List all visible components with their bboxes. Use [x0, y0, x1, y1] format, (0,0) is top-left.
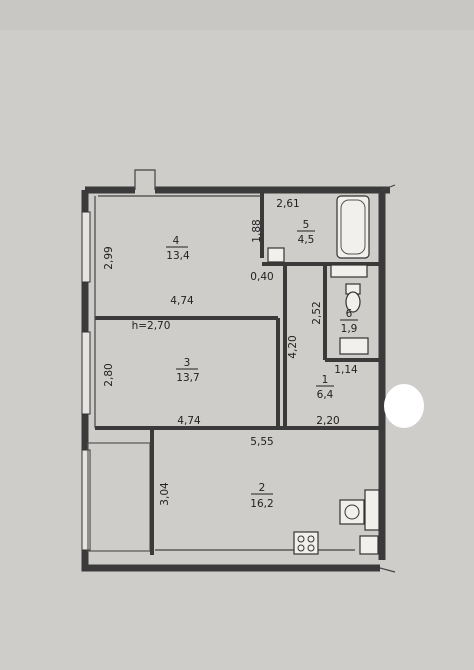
dim-1-14: 1,14 [334, 364, 358, 376]
room-2-number: 2 [259, 482, 266, 494]
dim-2-99: 2,99 [103, 246, 115, 269]
dim-5-55: 5,55 [250, 436, 273, 448]
dim-0-40: 0,40 [250, 271, 273, 283]
room-5-area: 4,5 [298, 234, 315, 246]
bath-sink [267, 247, 285, 263]
dim-4-74-top: 4,74 [170, 295, 194, 307]
dim-2-80: 2,80 [103, 363, 115, 386]
redaction-mark [384, 384, 424, 428]
bathtub [336, 195, 370, 259]
kitchen-appliances [293, 489, 380, 555]
dim-1-88: 1,88 [251, 219, 263, 242]
toilet [330, 264, 369, 355]
room-1-number: 1 [322, 374, 329, 386]
dim-4-74-bottom: 4,74 [177, 415, 201, 427]
dim-3-04: 3,04 [159, 482, 171, 506]
room-3-number: 3 [184, 357, 191, 369]
interior-walls [94, 190, 380, 555]
room-6-number: 6 [346, 308, 353, 320]
room-3-area: 13,7 [176, 372, 199, 384]
ceiling-height: h=2,70 [132, 320, 171, 332]
room-4-number: 4 [173, 235, 180, 247]
room-4-area: 13,4 [166, 250, 190, 262]
room-2-area: 16,2 [250, 498, 273, 510]
dim-2-52: 2,52 [311, 301, 323, 324]
dim-4-20: 4,20 [287, 335, 299, 358]
room-5-number: 5 [303, 219, 310, 231]
dim-2-20: 2,20 [316, 415, 339, 427]
paper-shadow [0, 0, 474, 30]
outer-walls [81, 169, 396, 573]
windows [81, 211, 91, 551]
dim-2-61: 2,61 [276, 198, 299, 210]
room-6-area: 1,9 [341, 323, 358, 335]
room-1-area: 6,4 [317, 389, 334, 401]
